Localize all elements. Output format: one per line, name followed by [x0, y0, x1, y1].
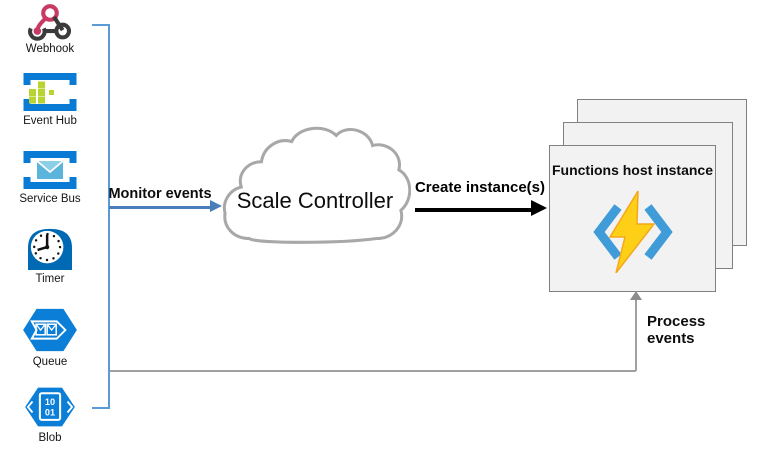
- cloud-shape: [222, 126, 411, 244]
- source-item-timer: Timer: [0, 227, 100, 285]
- create-instances-arrowhead-icon: [531, 200, 547, 216]
- scale-controller-label: Scale Controller: [236, 188, 394, 213]
- service-bus-icon: [23, 151, 77, 189]
- source-label: Service Bus: [19, 193, 81, 205]
- source-label: Queue: [32, 356, 68, 368]
- source-label: Timer: [35, 273, 65, 285]
- monitor-events-arrowhead-icon: [210, 200, 222, 212]
- source-item-queue: Queue: [0, 306, 100, 368]
- process-events-line-horizontal: [110, 370, 636, 372]
- host-instance-title: Functions host instance: [551, 162, 713, 178]
- create-instances-label: Create instance(s): [414, 179, 546, 196]
- azure-functions-icon: [592, 191, 673, 273]
- process-events-arrowhead-icon: [630, 291, 642, 300]
- queue-icon: [23, 308, 77, 352]
- blob-doc-line-1: 10: [45, 397, 55, 407]
- source-item-event-hub: Event Hub: [0, 71, 100, 127]
- source-label: Event Hub: [23, 115, 77, 127]
- timer-icon: [28, 228, 72, 271]
- host-instance-card-front: Functions host instance: [549, 145, 716, 292]
- monitor-events-label: Monitor events: [108, 186, 212, 202]
- source-item-webhook: Webhook: [0, 3, 100, 55]
- process-events-label: Process events: [647, 313, 706, 347]
- webhook-icon: [28, 4, 72, 41]
- sources-bracket: [92, 24, 110, 409]
- event-hub-icon: [23, 73, 77, 111]
- source-label: Webhook: [25, 43, 75, 55]
- monitor-events-arrow-line: [109, 206, 212, 209]
- blob-doc-line-2: 01: [45, 407, 55, 417]
- create-instances-arrow-line: [415, 208, 535, 212]
- process-events-line-vertical: [635, 298, 637, 371]
- source-label: Blob: [38, 432, 62, 444]
- source-item-service-bus: Service Bus: [0, 149, 100, 205]
- source-item-blob: 10 01 Blob: [0, 384, 100, 444]
- blob-icon: 10 01: [25, 387, 75, 427]
